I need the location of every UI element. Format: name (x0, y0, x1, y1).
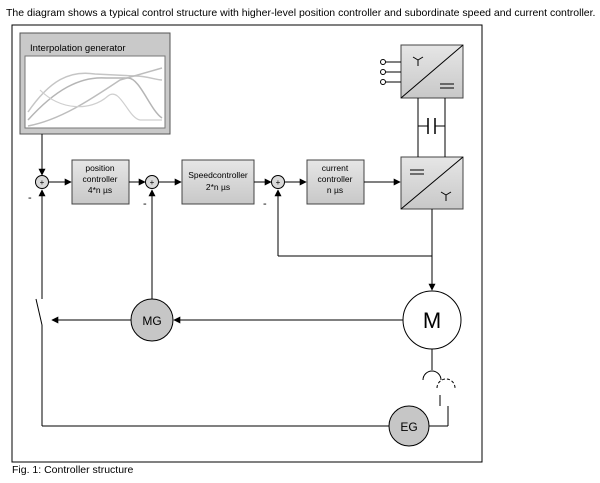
svg-text:2*n µs: 2*n µs (206, 182, 230, 192)
svg-text:+: + (150, 178, 155, 187)
summing-point-position: + (35, 175, 49, 189)
svg-text:current: current (322, 163, 349, 173)
inverter-block (400, 156, 464, 210)
svg-text:+: + (40, 178, 45, 187)
minus-sign-position: - (28, 192, 32, 204)
summing-point-current: + (271, 175, 285, 189)
summing-point-speed: + (145, 175, 159, 189)
minus-sign-speed: - (143, 198, 147, 210)
speed-controller-block: Speedcontroller 2*n µs (181, 159, 255, 205)
svg-text:4*n µs: 4*n µs (88, 185, 112, 195)
figure-caption: Fig. 1: Controller structure (12, 464, 134, 476)
motor: M (402, 290, 462, 350)
svg-text:n µs: n µs (327, 185, 343, 195)
position-controller-block: position controller 4*n µs (71, 159, 130, 205)
dc-link-capacitor (417, 98, 446, 157)
shaft-coupling (422, 349, 456, 406)
svg-text:controller: controller (83, 174, 118, 184)
diagram-caption: The diagram shows a typical control stru… (6, 7, 596, 19)
encoder-eg: EG (388, 405, 430, 447)
minus-sign-current: - (263, 198, 267, 210)
svg-text:controller: controller (318, 174, 353, 184)
rectifier-block (400, 44, 464, 99)
diagram-frame (11, 24, 483, 463)
mg-label: MG (142, 314, 161, 328)
eg-label: EG (400, 420, 417, 434)
svg-text:+: + (276, 178, 281, 187)
feedback-switch (35, 189, 46, 426)
measurement-generator-mg: MG (130, 298, 174, 342)
supply-terminals (380, 59, 401, 85)
motor-label: M (423, 308, 441, 333)
svg-text:position: position (85, 163, 115, 173)
interpolation-generator-label: Interpolation generator (30, 43, 126, 54)
interpolation-generator-block: Interpolation generator (19, 32, 171, 135)
current-controller-block: current controller n µs (306, 159, 365, 205)
svg-text:Speedcontroller: Speedcontroller (188, 170, 248, 180)
